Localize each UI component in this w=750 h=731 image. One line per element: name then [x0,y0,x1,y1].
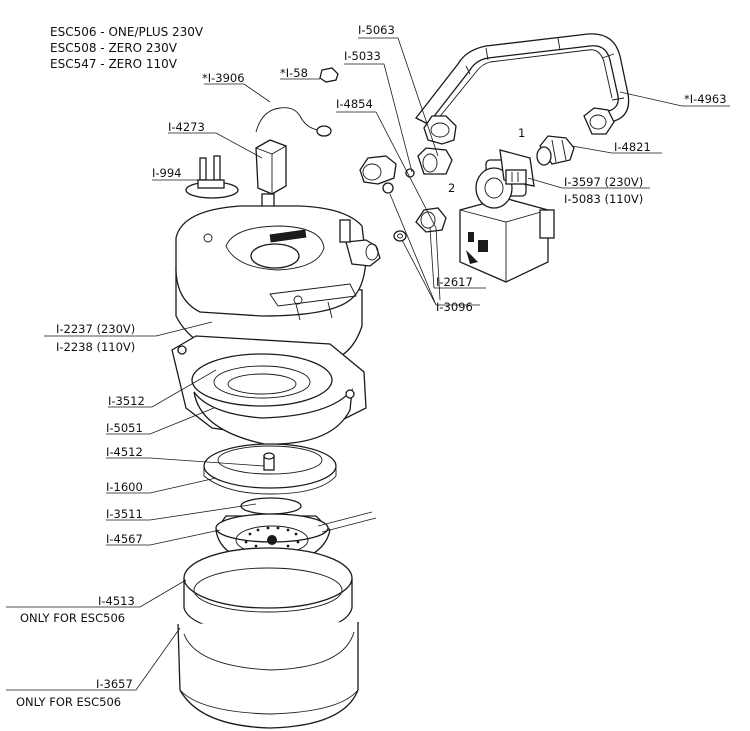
model-header: ESC506 - ONE/PLUS 230V ESC508 - ZERO 230… [50,25,204,71]
cylinder-i4513 [183,547,353,637]
label-i4273: I-4273 [168,120,205,134]
label-num-2: 2 [448,181,455,195]
label-i5063: I-5063 [358,23,395,37]
label-i3657: I-3657 [96,677,133,691]
top-components [185,67,339,209]
label-i4963: *I-4963 [684,92,727,106]
label-i3906: *I-3906 [202,71,245,85]
label-i2617: I-2617 [436,275,473,289]
label-only-esc506-2: ONLY FOR ESC506 [16,695,121,709]
label-i3096: I-3096 [436,300,473,314]
label-i4567: I-4567 [106,532,143,546]
solenoid-valve [459,149,555,283]
label-i4854: I-4854 [336,97,373,111]
label-i4821: I-4821 [614,140,651,154]
cylinder-i3657 [177,622,359,729]
label-i5051: I-5051 [106,421,143,435]
label-i2237: I-2237 (230V) [56,322,135,336]
label-i3511: I-3511 [106,507,143,521]
label-i4512: I-4512 [106,445,143,459]
plate-and-ring [171,335,367,445]
fittings-group [359,135,575,194]
part-labels: I-5063 I-5033 *I-58 *I-3906 I-4854 *I-49… [16,23,727,709]
label-i58: *I-58 [280,66,308,80]
label-i4513: I-4513 [98,594,135,608]
label-i3597: I-3597 (230V) [564,175,643,189]
label-i2238: I-2238 (110V) [56,340,135,354]
label-i5083: I-5083 (110V) [564,192,643,206]
model-line-1: ESC506 - ONE/PLUS 230V [50,25,204,39]
nipple-and-washers [393,207,447,242]
leader-lines [6,37,730,691]
label-i1600: I-1600 [106,480,143,494]
model-line-3: ESC547 - ZERO 110V [50,57,178,71]
label-i994: I-994 [152,166,182,180]
pipe-part [415,33,630,145]
label-only-esc506-1: ONLY FOR ESC506 [20,611,125,625]
model-line-2: ESC508 - ZERO 230V [50,41,178,55]
diffuser-assembly [203,443,337,495]
label-i3512: I-3512 [108,394,145,408]
label-i5033: I-5033 [344,49,381,63]
label-num-1: 1 [518,126,525,140]
